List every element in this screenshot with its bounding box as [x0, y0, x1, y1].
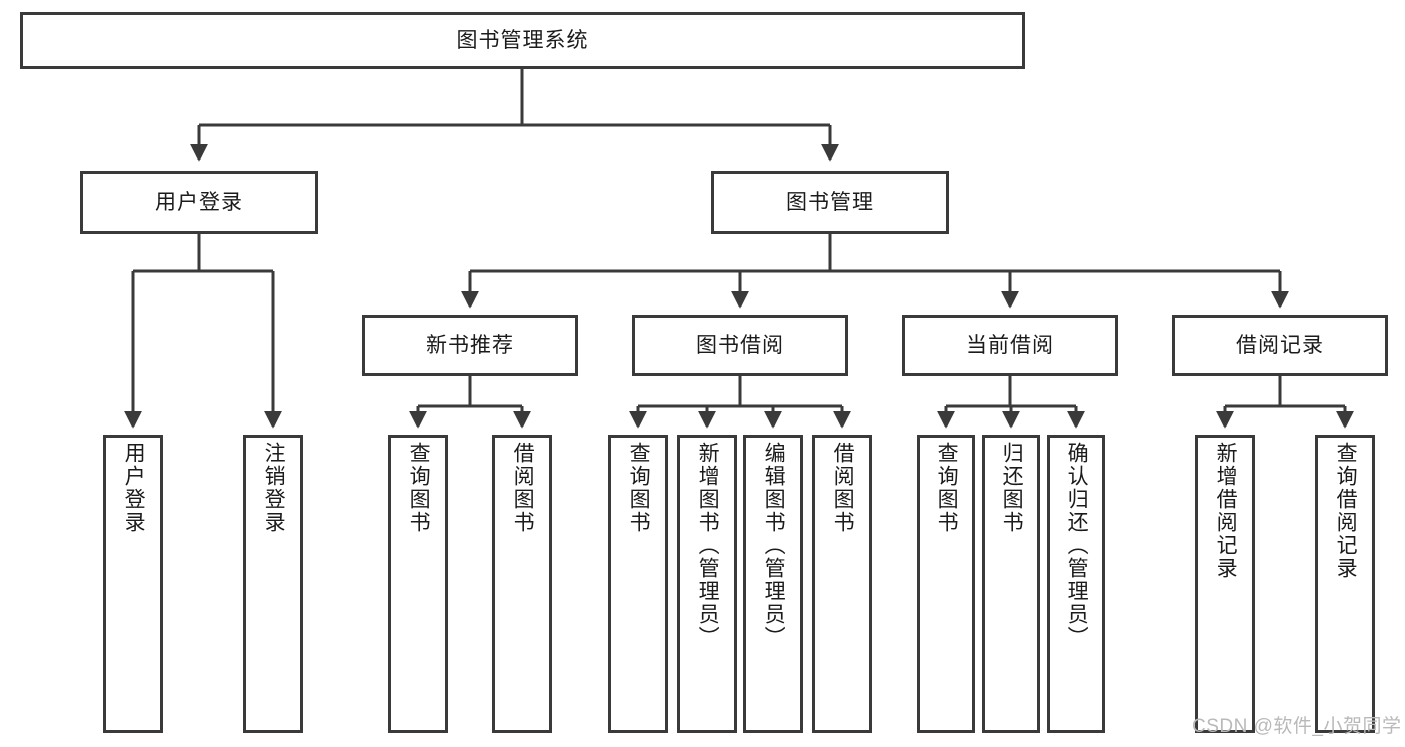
- leaf-borrow-borrow-book[interactable]: 借阅图书: [812, 435, 872, 733]
- node-book-borrow[interactable]: 图书借阅: [632, 315, 848, 376]
- leaf-borrow-add-book-admin[interactable]: 新增图书（管理员）: [677, 435, 737, 733]
- leaf-user-login-logout[interactable]: 注销登录: [243, 435, 303, 733]
- csdn-watermark: CSDN @软件_小贺同学: [1192, 716, 1402, 737]
- node-label: 用户登录: [122, 442, 146, 534]
- node-borrow-record[interactable]: 借阅记录: [1172, 315, 1388, 376]
- leaf-recommend-query-book[interactable]: 查询图书: [388, 435, 448, 733]
- node-root-book-management-system[interactable]: 图书管理系统: [20, 12, 1025, 69]
- node-label: 新增图书（管理员）: [696, 442, 720, 649]
- leaf-current-return-book[interactable]: 归还图书: [982, 435, 1040, 733]
- node-label: 注销登录: [262, 442, 286, 534]
- node-label: 图书借阅: [696, 333, 784, 357]
- leaf-current-query-book[interactable]: 查询图书: [917, 435, 975, 733]
- node-current-borrow[interactable]: 当前借阅: [902, 315, 1118, 376]
- leaf-borrow-edit-book-admin[interactable]: 编辑图书（管理员）: [743, 435, 803, 733]
- node-label: 借阅记录: [1236, 333, 1324, 357]
- node-label: 编辑图书（管理员）: [762, 442, 786, 649]
- node-label: 归还图书: [1000, 442, 1024, 534]
- leaf-borrow-query-book[interactable]: 查询图书: [608, 435, 668, 733]
- leaf-recommend-borrow-book[interactable]: 借阅图书: [492, 435, 552, 733]
- node-label: 查询图书: [627, 442, 651, 534]
- node-label: 确认归还（管理员）: [1065, 442, 1089, 649]
- node-label: 查询图书: [935, 442, 959, 534]
- node-new-book-recommend[interactable]: 新书推荐: [362, 315, 578, 376]
- node-label: 新增借阅记录: [1214, 442, 1238, 580]
- node-label: 新书推荐: [426, 333, 514, 357]
- node-label: 查询借阅记录: [1334, 442, 1358, 580]
- node-label: 图书管理系统: [456, 28, 589, 52]
- leaf-record-add-borrow-record[interactable]: 新增借阅记录: [1195, 435, 1255, 733]
- node-user-login[interactable]: 用户登录: [80, 171, 318, 234]
- leaf-current-confirm-return-admin[interactable]: 确认归还（管理员）: [1047, 435, 1105, 733]
- node-label: 借阅图书: [511, 442, 535, 534]
- node-book-management[interactable]: 图书管理: [711, 171, 949, 234]
- leaf-record-query-borrow-record[interactable]: 查询借阅记录: [1315, 435, 1375, 733]
- node-label: 借阅图书: [831, 442, 855, 534]
- node-label: 图书管理: [786, 190, 874, 214]
- node-label: 用户登录: [155, 190, 243, 214]
- node-label: 查询图书: [407, 442, 431, 534]
- leaf-user-login-login[interactable]: 用户登录: [103, 435, 163, 733]
- node-label: 当前借阅: [966, 333, 1054, 357]
